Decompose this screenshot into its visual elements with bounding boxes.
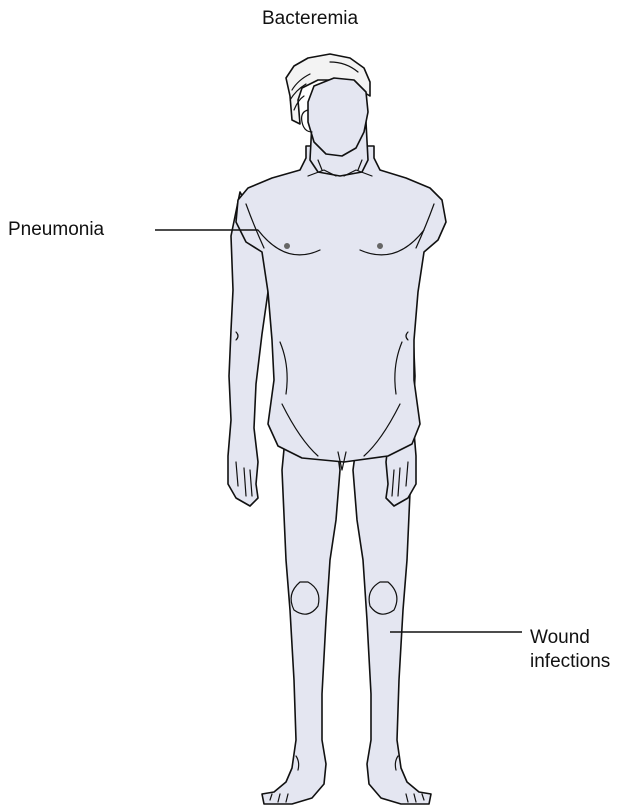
nipple-right [377,243,383,249]
label-pneumonia: Pneumonia [8,219,104,241]
left-leg [262,418,340,804]
label-bacteremia: Bacteremia [262,8,358,30]
label-infections: infections [530,650,610,674]
torso [236,146,446,462]
nipple-left [284,243,290,249]
label-wound: Wound [530,626,610,650]
label-wound-infections: Wound infections [530,626,610,674]
